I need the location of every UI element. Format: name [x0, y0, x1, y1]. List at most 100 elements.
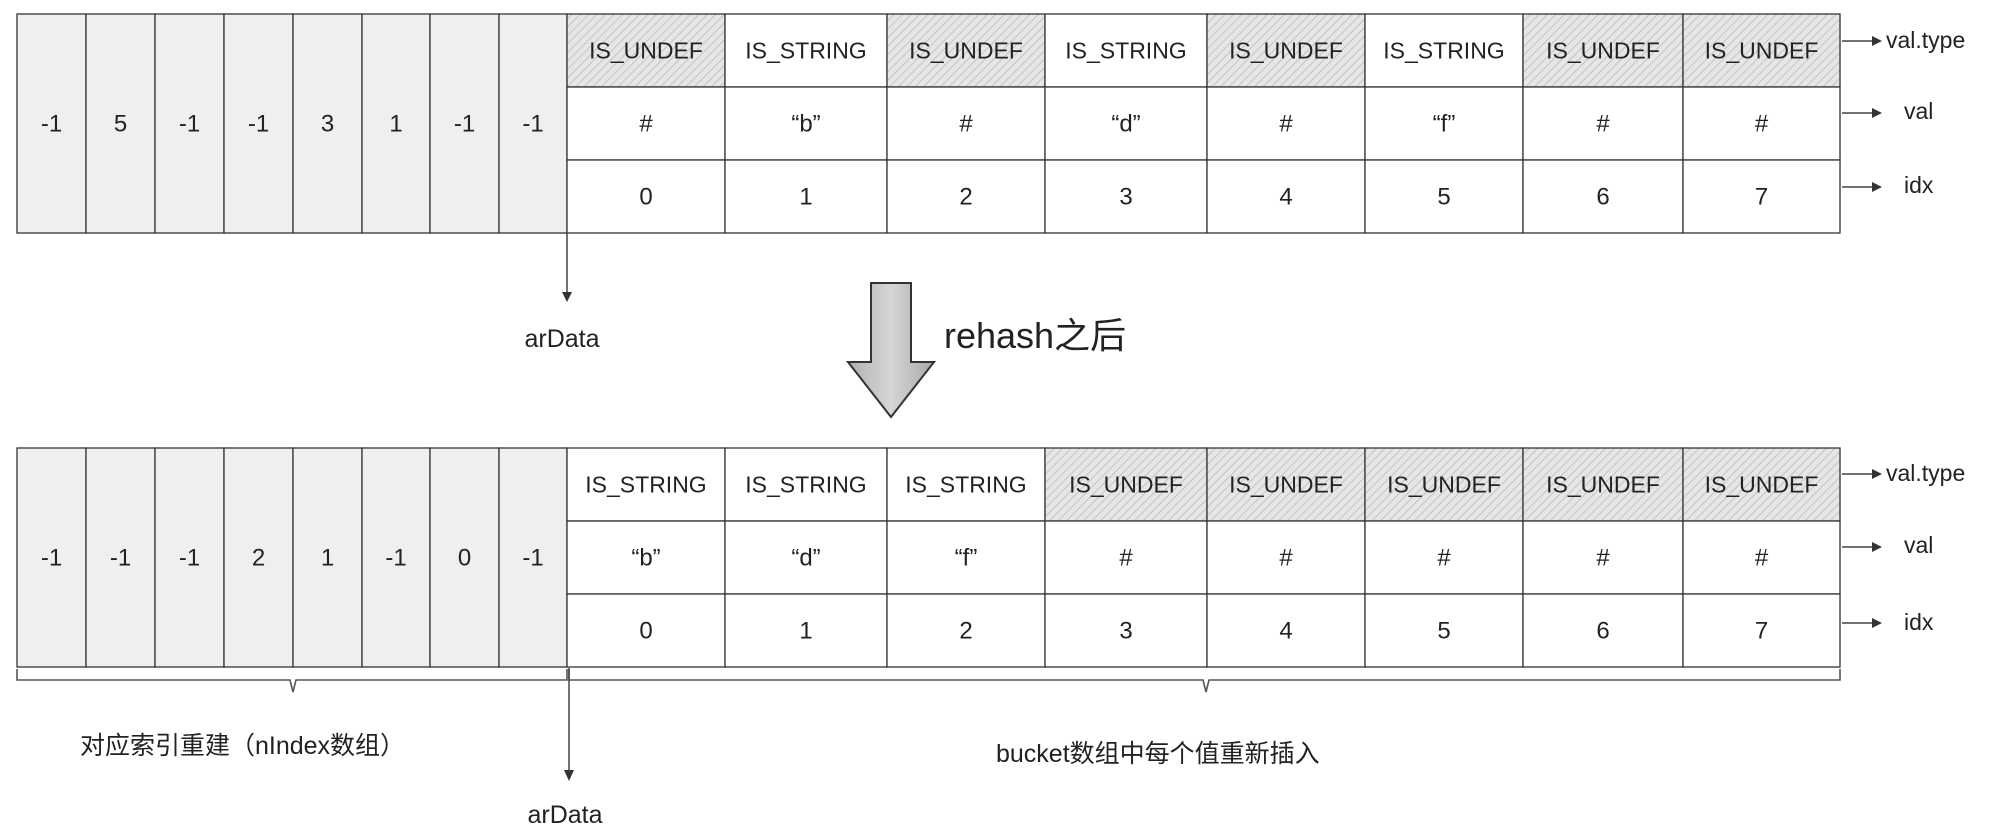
- bucket-val-value: #: [1119, 545, 1133, 572]
- bucket-idx-value: 6: [1596, 618, 1609, 645]
- bucket-val-cell: [1364, 86, 1524, 161]
- bucket-type-value: IS_UNDEF: [909, 38, 1023, 64]
- index-cell: [154, 13, 225, 234]
- after-ardata-pointer: arData: [527, 668, 603, 829]
- ardata-label-bottom: arData: [527, 801, 602, 829]
- bucket-val-cell: [1364, 520, 1524, 595]
- bucket-val-value: #: [1755, 545, 1769, 572]
- bucket-val-value: “b”: [791, 111, 820, 138]
- bucket-idx-cell: [1682, 593, 1841, 668]
- bucket-val-value: #: [1596, 545, 1610, 572]
- bucket-type-cell: [1682, 447, 1841, 522]
- bucket-val-value: “d”: [791, 545, 820, 572]
- index-value: -1: [41, 111, 62, 138]
- bucket-idx-value: 6: [1596, 184, 1609, 211]
- bucket-type-value: IS_UNDEF: [1229, 38, 1343, 64]
- bucket-type-value: IS_STRING: [745, 472, 866, 498]
- index-cell: [292, 447, 363, 668]
- after-side-labels: val.type val idx: [1842, 460, 1965, 635]
- index-value: -1: [385, 545, 406, 572]
- bucket-type-cell: [724, 13, 888, 88]
- bucket-val-value: #: [959, 111, 973, 138]
- down-arrow-icon: [845, 282, 937, 419]
- bucket-idx-cell: [566, 159, 726, 234]
- bucket-type-cell: [1682, 13, 1841, 88]
- bucket-idx-value: 4: [1279, 618, 1292, 645]
- bucket-type-value: IS_UNDEF: [589, 38, 703, 64]
- ardata-label-top: arData: [524, 325, 599, 353]
- bucket-idx-value: 1: [799, 184, 812, 211]
- bucket-type-value: IS_UNDEF: [1546, 38, 1660, 64]
- val-label: val: [1904, 98, 1933, 124]
- val-type-label: val.type: [1886, 27, 1965, 53]
- bucket-val-value: “d”: [1111, 111, 1140, 138]
- bucket-idx-value: 4: [1279, 184, 1292, 211]
- bucket-val-cell: [1206, 520, 1366, 595]
- index-cell: [85, 447, 156, 668]
- bucket-type-value: IS_UNDEF: [1705, 38, 1819, 64]
- index-value: 2: [252, 545, 265, 572]
- bucket-idx-value: 2: [959, 618, 972, 645]
- index-brace: 对应索引重建（nIndex数组）: [16, 669, 568, 760]
- bucket-type-value: IS_STRING: [905, 472, 1026, 498]
- bucket-idx-cell: [886, 159, 1046, 234]
- index-value: -1: [522, 111, 543, 138]
- bucket-val-value: #: [1279, 111, 1293, 138]
- bucket-idx-cell: [566, 593, 726, 668]
- index-cell: [361, 13, 431, 234]
- bucket-type-value: IS_UNDEF: [1705, 472, 1819, 498]
- bucket-type-cell: [1364, 447, 1524, 522]
- bucket-val-value: “b”: [631, 545, 660, 572]
- bucket-val-cell: [566, 520, 726, 595]
- index-value: 1: [321, 545, 334, 572]
- index-value: -1: [41, 545, 62, 572]
- bucket-idx-value: 0: [639, 618, 652, 645]
- bucket-val-value: #: [639, 111, 653, 138]
- bucket-val-cell: [1522, 86, 1684, 161]
- index-value: 1: [389, 111, 402, 138]
- bucket-val-value: “f”: [955, 545, 978, 572]
- bucket-val-cell: [724, 86, 888, 161]
- bucket-val-cell: [886, 520, 1046, 595]
- bucket-val-value: “f”: [1433, 111, 1456, 138]
- bucket-idx-cell: [724, 593, 888, 668]
- index-cell: [223, 447, 294, 668]
- bucket-idx-cell: [1206, 159, 1366, 234]
- bucket-idx-value: 0: [639, 184, 652, 211]
- bucket-type-cell: [886, 447, 1046, 522]
- bucket-val-cell: [566, 86, 726, 161]
- index-cell: [16, 13, 87, 234]
- val-label-bottom: val: [1904, 532, 1933, 558]
- index-cell: [154, 447, 225, 668]
- bucket-type-value: IS_STRING: [745, 38, 866, 64]
- bucket-type-cell: [1364, 13, 1524, 88]
- index-cell: [498, 447, 568, 668]
- bucket-val-value: #: [1596, 111, 1610, 138]
- rehash-caption: rehash之后: [944, 315, 1126, 356]
- bucket-type-cell: [1206, 13, 1366, 88]
- index-rebuild-caption: 对应索引重建（nIndex数组）: [80, 732, 405, 760]
- index-value: -1: [110, 545, 131, 572]
- index-cell: [292, 13, 363, 234]
- bucket-type-value: IS_UNDEF: [1546, 472, 1660, 498]
- bucket-idx-value: 7: [1755, 184, 1768, 211]
- bucket-type-value: IS_STRING: [1065, 38, 1186, 64]
- rehash-arrow: rehash之后: [845, 282, 1126, 419]
- bucket-idx-value: 3: [1119, 184, 1132, 211]
- bucket-idx-cell: [1206, 593, 1366, 668]
- bucket-val-cell: [886, 86, 1046, 161]
- bucket-idx-cell: [1044, 159, 1208, 234]
- index-value: -1: [179, 111, 200, 138]
- bucket-type-cell: [1044, 447, 1208, 522]
- bucket-idx-value: 2: [959, 184, 972, 211]
- bucket-val-cell: [1682, 86, 1841, 161]
- index-cell: [223, 13, 294, 234]
- bucket-type-cell: [1206, 447, 1366, 522]
- bucket-val-cell: [1044, 86, 1208, 161]
- bucket-val-value: #: [1279, 545, 1293, 572]
